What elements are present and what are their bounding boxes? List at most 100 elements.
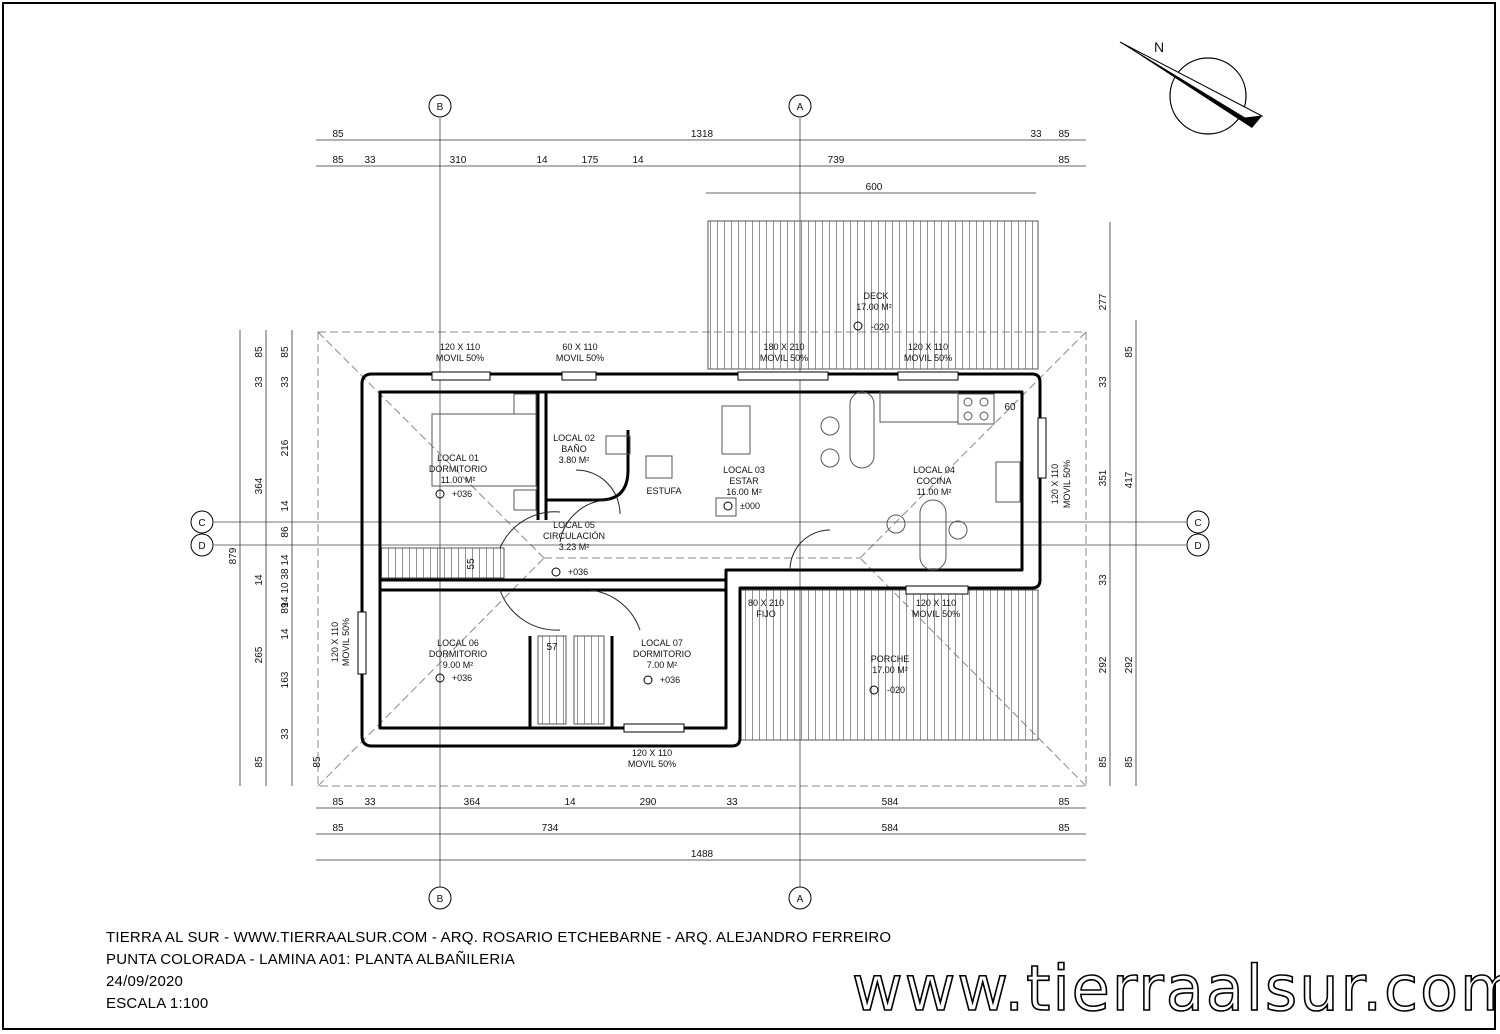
svg-text:MOVIL 50%: MOVIL 50% bbox=[556, 353, 604, 363]
title-block: TIERRA AL SUR - WWW.TIERRAALSUR.COM - AR… bbox=[106, 927, 891, 1015]
dim-label: 14 bbox=[280, 554, 291, 566]
svg-text:60 X 110: 60 X 110 bbox=[562, 342, 597, 352]
dims-top-row1: 85 1318 33 85 bbox=[332, 129, 1070, 140]
dim-label: 265 bbox=[254, 646, 265, 663]
dim-label: 85 bbox=[254, 346, 265, 358]
dim-label: 85 bbox=[332, 129, 344, 140]
dim-label: 33 bbox=[726, 797, 738, 808]
svg-text:MOVIL 50%: MOVIL 50% bbox=[436, 353, 484, 363]
furniture bbox=[431, 391, 1021, 571]
svg-text:DECK: DECK bbox=[863, 291, 888, 301]
dim-deck: 600 bbox=[866, 182, 883, 193]
svg-text:+036: +036 bbox=[660, 675, 680, 685]
dim-total: 1488 bbox=[691, 849, 714, 860]
svg-text:CIRCULACIÓN: CIRCULACIÓN bbox=[543, 531, 605, 541]
dim-label: 163 bbox=[280, 671, 291, 688]
dim-label: 175 bbox=[582, 155, 599, 166]
dim-label: 85 bbox=[332, 155, 344, 166]
dim-inner-60: 60 bbox=[1004, 402, 1016, 413]
porche bbox=[739, 589, 1039, 741]
dims-right-row1: 277 33 351 33 292 85 bbox=[1098, 293, 1109, 767]
svg-text:+036: +036 bbox=[452, 489, 472, 499]
dim-label: 734 bbox=[542, 823, 559, 834]
dim-label: 85 bbox=[1058, 797, 1070, 808]
dim-label: 1318 bbox=[691, 129, 714, 140]
svg-text:LOCAL 04: LOCAL 04 bbox=[913, 465, 955, 475]
dimension-lines bbox=[239, 139, 1137, 861]
dim-inner-57: 57 bbox=[546, 642, 558, 653]
svg-text:COCINA: COCINA bbox=[916, 476, 951, 486]
axis-bubble-a-top: A bbox=[788, 94, 812, 118]
level-markers bbox=[435, 321, 879, 695]
dim-label: 85 bbox=[1124, 346, 1135, 358]
svg-text:7.00 M²: 7.00 M² bbox=[647, 660, 678, 670]
svg-text:17.00 M²: 17.00 M² bbox=[872, 665, 908, 675]
svg-text:180 X 210: 180 X 210 bbox=[763, 342, 804, 352]
svg-text:DORMITORIO: DORMITORIO bbox=[429, 464, 487, 474]
svg-text:MOVIL 50%: MOVIL 50% bbox=[912, 609, 960, 619]
dim-label: 85 bbox=[1058, 129, 1070, 140]
dim-label: 417 bbox=[1124, 471, 1135, 488]
svg-text:3.80 M²: 3.80 M² bbox=[559, 455, 590, 465]
dim-label: 33 bbox=[280, 376, 291, 388]
svg-text:LOCAL 07: LOCAL 07 bbox=[641, 638, 683, 648]
svg-text:120 X 110: 120 X 110 bbox=[908, 342, 948, 352]
dim-label: 33 bbox=[254, 376, 265, 388]
svg-text:MOVIL 50%: MOVIL 50% bbox=[904, 353, 952, 363]
axis-bubble-d-left: D bbox=[190, 533, 214, 557]
axis-bubble-c-right: C bbox=[1186, 510, 1210, 534]
svg-text:LOCAL 03: LOCAL 03 bbox=[723, 465, 765, 475]
svg-text:MOVIL 50%: MOVIL 50% bbox=[628, 759, 676, 769]
axis-bubbles: B A B A C D C D bbox=[190, 94, 1210, 910]
svg-text:C: C bbox=[198, 518, 205, 529]
dim-label: 86 bbox=[280, 526, 291, 538]
dim-label: 85 bbox=[1098, 756, 1109, 768]
deck bbox=[707, 220, 1039, 370]
svg-text:A: A bbox=[797, 894, 804, 905]
axis-bubble-d-right: D bbox=[1186, 533, 1210, 557]
svg-text:LOCAL 02: LOCAL 02 bbox=[553, 433, 595, 443]
dim-label: 216 bbox=[280, 439, 291, 456]
dim-label: 85 bbox=[280, 346, 291, 358]
dim-label: 14 bbox=[280, 628, 291, 640]
svg-text:DORMITORIO: DORMITORIO bbox=[429, 649, 487, 659]
dim-label: 584 bbox=[882, 797, 899, 808]
dim-label: 292 bbox=[1124, 656, 1135, 673]
title-line-credits: TIERRA AL SUR - WWW.TIERRAALSUR.COM - AR… bbox=[106, 929, 892, 946]
dim-label: 14 bbox=[536, 155, 548, 166]
svg-text:+036: +036 bbox=[568, 567, 588, 577]
svg-text:16.00 M²: 16.00 M² bbox=[726, 487, 762, 497]
svg-text:ESTAR: ESTAR bbox=[729, 476, 759, 486]
dim-label: 33 bbox=[280, 728, 291, 740]
room-local-07: LOCAL 07 DORMITORIO 7.00 M² +036 bbox=[633, 638, 691, 685]
dims-bottom-row2: 85 734 584 85 bbox=[332, 823, 1070, 834]
dim-label: 33 bbox=[1098, 574, 1109, 586]
title-line-scale: ESCALA 1:100 bbox=[106, 995, 209, 1012]
svg-text:C: C bbox=[1194, 518, 1201, 529]
svg-text:A: A bbox=[797, 102, 804, 113]
label-deck: DECK 17.00 M² -020 bbox=[856, 291, 892, 332]
window-openings bbox=[357, 371, 1047, 733]
svg-text:11.00 M²: 11.00 M² bbox=[441, 475, 476, 485]
svg-text:±000: ±000 bbox=[740, 501, 760, 511]
dim-inner-55: 55 bbox=[466, 558, 477, 570]
dims-left-row1: 85 33 364 14 265 85 bbox=[254, 346, 265, 768]
dim-label: 584 bbox=[882, 823, 899, 834]
axis-bubble-b-bottom: B bbox=[428, 886, 452, 910]
svg-text:LOCAL 05: LOCAL 05 bbox=[553, 520, 595, 530]
svg-text:120 X 110: 120 X 110 bbox=[440, 342, 480, 352]
north-arrow: N bbox=[1119, 39, 1264, 135]
dims-left-row2: 85 33 216 14 86 14 38 10 14 89 14 163 33 bbox=[280, 346, 291, 740]
dim-label: 33 bbox=[1098, 376, 1109, 388]
svg-text:LOCAL 06: LOCAL 06 bbox=[437, 638, 479, 648]
dim-label: 85 bbox=[1058, 155, 1070, 166]
dim-label: 85 bbox=[254, 756, 265, 768]
svg-text:MOVIL 50%: MOVIL 50% bbox=[760, 353, 808, 363]
dim-label: 277 bbox=[1098, 293, 1109, 310]
